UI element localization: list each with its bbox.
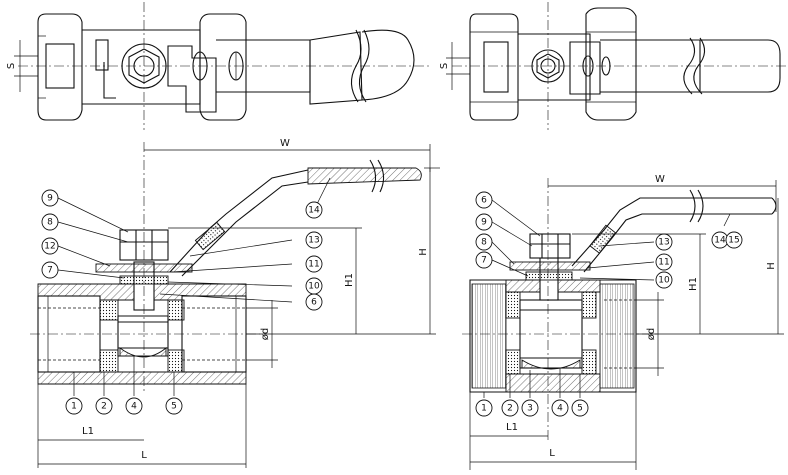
- right-callout-circle-2: [501, 399, 519, 417]
- right-callout-label-8: 8: [481, 238, 487, 248]
- left-callout-label-4: 4: [131, 402, 137, 412]
- right-callout-label-14: 14: [714, 236, 726, 246]
- right-callout-label-4: 4: [557, 404, 563, 414]
- right-dim-d: ød: [646, 328, 657, 340]
- left-dim-l1: L1: [82, 426, 94, 437]
- left-callout-label-1: 1: [71, 402, 77, 412]
- right-dim-l: L: [549, 448, 555, 459]
- right-callout-label-5: 5: [577, 404, 583, 414]
- right-callout-label-2: 2: [507, 404, 513, 414]
- right-callout-label-9: 9: [481, 218, 487, 228]
- right-callout-circle-10: [655, 271, 673, 289]
- right-callout-circle-15: [725, 231, 743, 249]
- left-callout-circle-10: [305, 277, 323, 295]
- left-callout-circle-1: [65, 397, 83, 415]
- left-dim-h1: H1: [344, 273, 355, 287]
- right-callout-label-13: 13: [658, 238, 669, 248]
- left-callout-label-5: 5: [171, 402, 177, 412]
- left-callout-circle-2: [95, 397, 113, 415]
- left-callout-circle-12: [41, 237, 59, 255]
- right-callout-label-10: 10: [658, 276, 670, 286]
- right-top-dim-s: S: [439, 63, 450, 69]
- left-top-dim-s: S: [6, 63, 17, 69]
- right-callout-circle-13: [655, 233, 673, 251]
- left-callout-circle-11: [305, 255, 323, 273]
- left-dim-w: W: [280, 138, 290, 149]
- right-top-view: S: [439, 2, 788, 130]
- left-callout-label-13: 13: [308, 236, 319, 246]
- left-callout-label-2: 2: [101, 402, 107, 412]
- right-callout-label-3: 3: [527, 404, 533, 414]
- left-callout-label-9: 9: [47, 194, 53, 204]
- left-callout-circle-9: [41, 189, 59, 207]
- right-callout-label-6: 6: [481, 196, 487, 206]
- right-dim-w: W: [655, 174, 665, 185]
- right-callout-circle-11: [655, 253, 673, 271]
- left-callout-circle-13: [305, 231, 323, 249]
- right-callout-circle-6: [475, 191, 493, 209]
- left-dim-l: L: [141, 450, 147, 461]
- right-dim-l1: L1: [506, 422, 518, 433]
- right-callout-circle-9: [475, 213, 493, 231]
- left-section-view: W H H1 ød L1 L: [30, 138, 440, 468]
- left-callout-label-11: 11: [308, 260, 319, 270]
- left-callout-circle-5: [165, 397, 183, 415]
- left-callout-label-8: 8: [47, 218, 53, 228]
- left-callout-label-12: 12: [44, 242, 55, 252]
- left-callout-circle-7: [41, 261, 59, 279]
- right-callout-circle-7: [475, 251, 493, 269]
- left-dim-d: ød: [260, 328, 271, 340]
- left-callout-label-14: 14: [308, 206, 320, 216]
- right-dim-h1: H1: [688, 277, 699, 291]
- right-section-view: W H H1 ød L1 L: [462, 174, 784, 470]
- right-callout-circle-4: [551, 399, 569, 417]
- left-dim-h: H: [418, 248, 429, 256]
- right-callout-label-1: 1: [481, 404, 487, 414]
- left-callout-label-6: 6: [311, 298, 317, 308]
- left-top-view: S: [6, 2, 432, 130]
- right-callout-label-7: 7: [481, 256, 487, 266]
- left-callout-label-10: 10: [308, 282, 320, 292]
- right-dim-h: H: [766, 262, 777, 270]
- right-callout-label-15: 15: [728, 236, 739, 246]
- right-callout-circle-8: [475, 233, 493, 251]
- left-callout-label-7: 7: [47, 266, 53, 276]
- right-callout-circle-5: [571, 399, 589, 417]
- left-callout-circle-14: [305, 201, 323, 219]
- right-callout-circle-1: [475, 399, 493, 417]
- left-callout-circle-8: [41, 213, 59, 231]
- right-callout-circle-3: [521, 399, 539, 417]
- left-callout-circle-4: [125, 397, 143, 415]
- right-callout-label-11: 11: [658, 258, 669, 268]
